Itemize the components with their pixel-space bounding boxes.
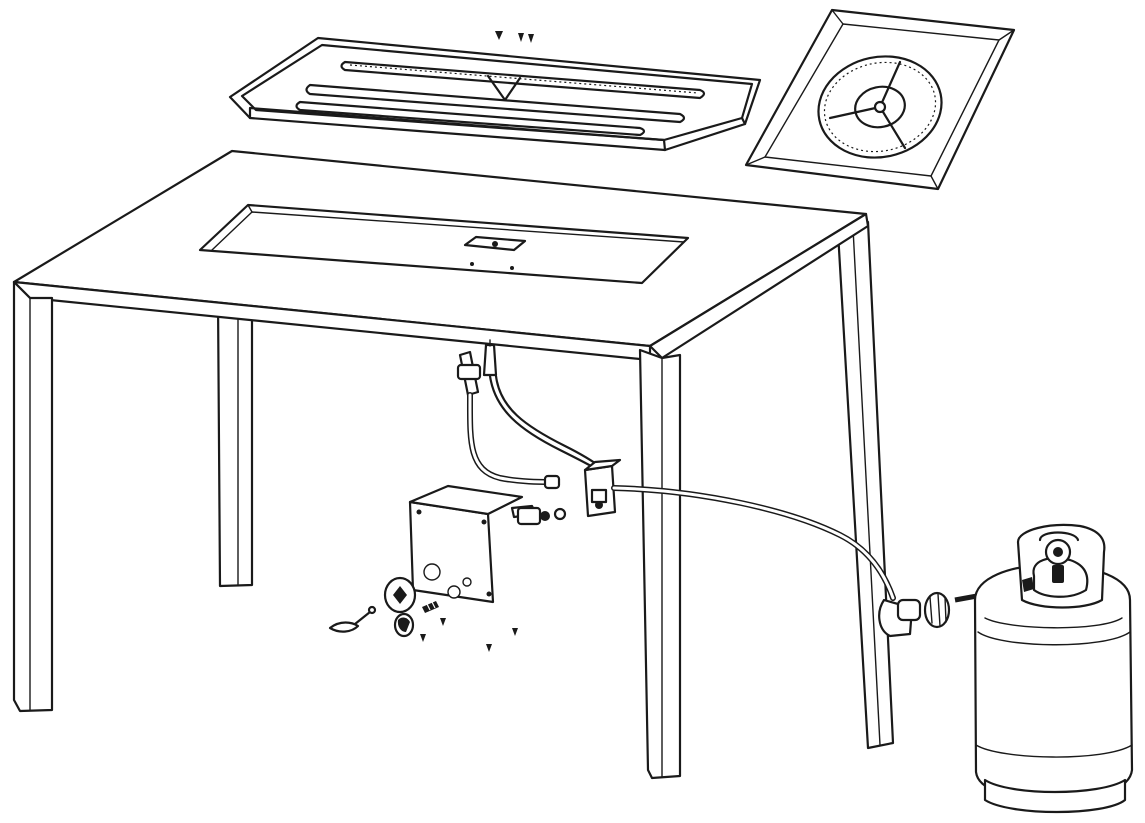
ignitor-button (393, 612, 415, 638)
regulator (878, 591, 951, 638)
gas-hose (611, 485, 896, 601)
table (12, 149, 895, 780)
propane-tank (973, 523, 1134, 814)
square-ring-burner (744, 8, 1016, 191)
ignition-assembly (456, 339, 604, 490)
control-knob (383, 576, 417, 614)
rectangular-burner-pan (228, 31, 762, 152)
spring (422, 601, 439, 613)
gas-valve (583, 458, 622, 518)
screw-icon (420, 618, 518, 652)
igniter-clip (328, 605, 377, 633)
control-box (408, 484, 567, 604)
screw-icon (495, 31, 534, 43)
